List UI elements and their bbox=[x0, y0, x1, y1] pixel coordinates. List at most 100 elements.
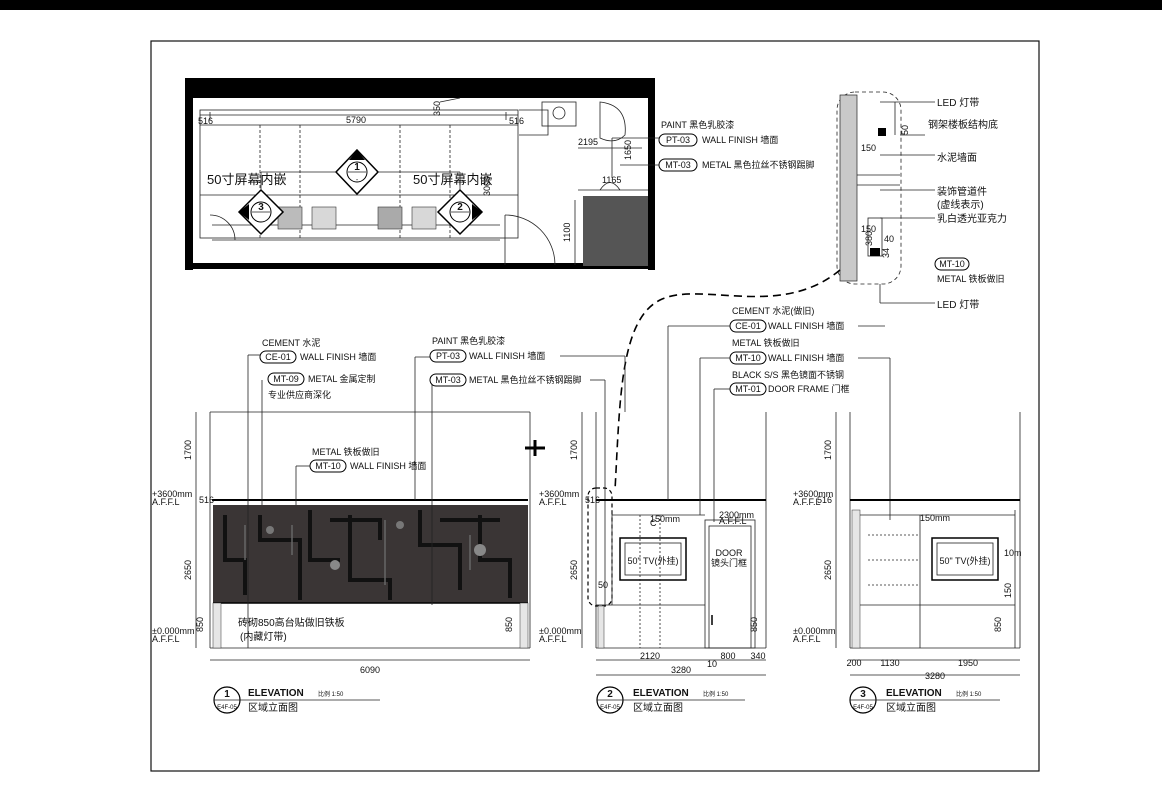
elev2-title-text: ELEVATION bbox=[633, 688, 689, 699]
elev3-title-num: 3 bbox=[860, 689, 866, 700]
floor-plan: 1 - 3 2 50寸屏幕内嵌 50寸屏幕内嵌 5790 516 516 350… bbox=[185, 78, 655, 270]
section-dim-40: 40 bbox=[884, 234, 894, 244]
elev1-title-text: ELEVATION bbox=[248, 688, 304, 699]
plan-marker-1-label: 1 bbox=[354, 162, 360, 173]
elev2-title-num: 2 bbox=[607, 689, 613, 700]
elev1-title: 1 E4F-05 ELEVATION 比例 1:50 区域立面图 bbox=[213, 686, 380, 714]
plan-marker-3 bbox=[237, 188, 285, 236]
elev2-dim-850: 850 bbox=[749, 617, 759, 632]
svg-text:150mm: 150mm bbox=[920, 513, 950, 523]
plan-dim-3000: 3000 bbox=[482, 176, 492, 196]
section-connector bbox=[614, 269, 841, 491]
elev1-cement-prefix: CEMENT 水泥 bbox=[262, 337, 320, 348]
elev1-dim-2650: 2650 bbox=[183, 560, 193, 580]
sheet-border bbox=[150, 40, 1040, 772]
elev2-ce01-text: WALL FINISH 墙面 bbox=[768, 320, 844, 331]
elev1-mt10-text: WALL FINISH 墙面 bbox=[350, 460, 426, 471]
plan-right-screen-label: 50寸屏幕内嵌 bbox=[413, 172, 492, 187]
plan-dim-left: 516 bbox=[198, 116, 213, 126]
elev2-title-sheet: E4F-05 bbox=[600, 705, 620, 711]
elev3-title-scale: 比例 1:50 bbox=[956, 690, 982, 698]
elev2-blackss-prefix: BLACK S/S 黑色镜面不锈钢 bbox=[732, 369, 844, 380]
elev3-title-sheet: E4F-05 bbox=[853, 705, 873, 711]
elev1-dim-850-right: 850 bbox=[504, 617, 514, 632]
section-dim-380: 380 bbox=[864, 231, 874, 246]
elev3-dim-2650: 2650 bbox=[823, 560, 833, 580]
elev1-mt09-code: MT-09 bbox=[273, 374, 299, 384]
plan-dim-350: 350 bbox=[432, 101, 442, 116]
elev1-callouts: CEMENT 水泥 CE-01 WALL FINISH 墙面 MT-09 MET… bbox=[259, 335, 626, 605]
elev1-dim-6090: 6090 bbox=[360, 665, 380, 675]
elev3-tv-label: 50" TV(外挂) bbox=[939, 555, 990, 566]
elev2-title-scale: 比例 1:50 bbox=[703, 690, 729, 698]
elev1-paint-prefix: PAINT 黑色乳胶漆 bbox=[432, 335, 505, 346]
plan-callout-pt03-code: PT-03 bbox=[666, 135, 690, 145]
section-label-led-top: LED 灯带 bbox=[937, 97, 979, 109]
elev1-pt03-code: PT-03 bbox=[436, 351, 460, 361]
elev3-dim-850: 850 bbox=[993, 617, 1003, 632]
plan-fixture-block bbox=[583, 196, 648, 266]
section-label-dashed-note: (虚线表示) bbox=[937, 198, 984, 211]
elev2-callouts: CEMENT 水泥(做旧) CE-01 WALL FINISH 墙面 METAL… bbox=[667, 305, 891, 522]
section-bubble bbox=[836, 91, 902, 285]
plan-marker-1 bbox=[334, 148, 380, 196]
plan-callouts: PAINT 黑色乳胶漆 PT-03 WALL FINISH 墙面 MT-03 M… bbox=[611, 119, 815, 178]
elev2-tv bbox=[619, 537, 687, 581]
plan-dim-1165: 1165 bbox=[602, 175, 621, 185]
elev3-title-cn: 区域立面图 bbox=[886, 701, 936, 714]
elev1-title-sheet: E4F-05 bbox=[217, 705, 237, 711]
elev2-level-3600: +3600mm bbox=[539, 489, 579, 499]
elev2-level-affl-top: A.F.F.L bbox=[539, 497, 567, 507]
plan-dim-1650: 1650 bbox=[623, 140, 633, 160]
elev2-metal-prefix: METAL 铁板做旧 bbox=[732, 337, 800, 348]
elev2-level-affl-bottom: A.F.F.L bbox=[539, 634, 567, 644]
elev2-dim-1700: 1700 bbox=[569, 440, 579, 460]
plan-callout-paint: PAINT 黑色乳胶漆 bbox=[661, 119, 734, 130]
elev2-dim-2120: 2120 bbox=[640, 651, 660, 661]
plan-callout-mt03-badge bbox=[658, 158, 698, 172]
elev3-level-3600: +3600mm bbox=[793, 489, 833, 499]
elev1-mt09-text: METAL 金属定制 bbox=[308, 373, 376, 384]
elevation-2: 50" TV(外挂) DOOR 镜头门框 C 150mm 2300mm A.F.… bbox=[539, 412, 767, 676]
elev3-dim-1130: 1130 bbox=[880, 658, 899, 668]
section-detail: LED 灯带 钢架楼板结构底 水泥墙面 装饰管道件 (虚线表示) 乳白透光亚克力… bbox=[836, 91, 1007, 311]
elev2-mt10-code: MT-10 bbox=[735, 353, 761, 363]
elev1-level-affl-top: A.F.F.L bbox=[152, 497, 180, 507]
plan-dim-2195: 2195 bbox=[578, 137, 598, 147]
elev3-title-text: ELEVATION bbox=[886, 688, 942, 699]
svg-text:A.F.F.L: A.F.F.L bbox=[719, 516, 747, 526]
section-label-cement-wall: 水泥墙面 bbox=[937, 151, 977, 164]
section-dim-150a: 150 bbox=[861, 143, 876, 153]
elev2-cement-prefix: CEMENT 水泥(做旧) bbox=[732, 305, 814, 316]
section-label-led-bottom: LED 灯带 bbox=[937, 299, 979, 311]
elev1-title-scale: 比例 1:50 bbox=[318, 690, 344, 698]
elev1-note-line1: 砖砌850高台贴做旧铁板 bbox=[238, 616, 345, 629]
elev2-dim-50: 50 bbox=[598, 580, 608, 590]
plan-left-screen-label: 50寸屏幕内嵌 bbox=[207, 172, 286, 187]
elev2-door bbox=[704, 519, 756, 649]
elev1-mt03-badge bbox=[429, 373, 467, 387]
plan-left-wall bbox=[185, 98, 193, 270]
section-dim-150b: 150 bbox=[861, 224, 876, 234]
elev1-title-cn: 区域立面图 bbox=[248, 701, 298, 714]
plan-marker-2-label: 2 bbox=[457, 202, 463, 213]
elev3-dim-200: 200 bbox=[846, 658, 861, 668]
elev1-pt03-text: WALL FINISH 墙面 bbox=[469, 350, 545, 361]
svg-text:C: C bbox=[650, 518, 657, 528]
elev2-dim-2650: 2650 bbox=[569, 560, 579, 580]
plan-marker-3-label: 3 bbox=[258, 202, 264, 213]
elev2-tv-label: 50" TV(外挂) bbox=[627, 555, 678, 566]
section-label-steel-slab: 钢架楼板结构底 bbox=[928, 118, 998, 131]
plan-dim-right: 516 bbox=[509, 116, 524, 126]
elevation-1: 1700 2650 850 850 +3600mm A.F.F.L ±0.000… bbox=[152, 354, 545, 675]
svg-text:10m: 10m bbox=[1004, 548, 1022, 558]
plan-callout-mt03-code: MT-03 bbox=[665, 160, 691, 170]
svg-text:150mm: 150mm bbox=[650, 514, 680, 524]
elev3-dim-3280: 3280 bbox=[925, 671, 945, 681]
section-label-pipe: 装饰管道件 bbox=[937, 185, 987, 198]
plan-bottom-wall bbox=[185, 263, 655, 269]
section-dim-34: 34 bbox=[881, 248, 891, 258]
elev1-level-3600: +3600mm bbox=[152, 489, 192, 499]
elev2-mt01-code: MT-01 bbox=[735, 384, 761, 394]
elev1-ce01-code: CE-01 bbox=[265, 352, 291, 362]
